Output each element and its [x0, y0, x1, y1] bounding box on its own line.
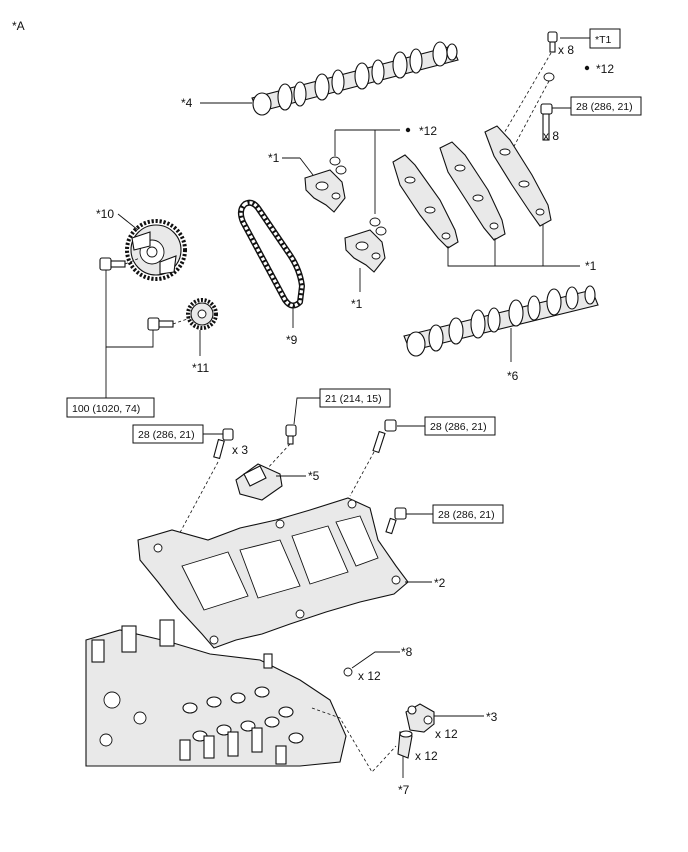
figure-label: *A — [12, 19, 25, 33]
camshaft-cap-1-top — [304, 169, 346, 213]
housing-bolt-right-mid — [385, 507, 407, 535]
label-4: *4 — [181, 96, 193, 110]
cap-bolt — [540, 103, 553, 141]
torque-box-cap-bolt — [570, 96, 642, 116]
camshaft-housing-cap-a — [392, 154, 459, 249]
cam-timing-gear-10 — [125, 219, 187, 281]
housing-bolt-right-top — [372, 419, 397, 454]
rocker-arm-3 — [405, 703, 435, 733]
torque-cap-bolt: 28 (286, 21) — [576, 101, 633, 113]
torque-housing-right-top: 28 (286, 21) — [430, 421, 487, 433]
qty-rockers: x 12 — [435, 727, 458, 741]
qty-housing-bolts: x 3 — [232, 443, 248, 457]
tensioner-bolt — [285, 424, 297, 445]
qty-rings: x 12 — [358, 669, 381, 683]
housing-bolt-left — [213, 428, 234, 460]
label-6: *6 — [507, 369, 519, 383]
lash-adjuster-7 — [397, 730, 413, 759]
label-7: *7 — [398, 783, 410, 797]
torque-t1: *T1 — [595, 34, 612, 46]
label-5: *5 — [308, 469, 320, 483]
torque-box-t1 — [589, 28, 621, 49]
label-12-top: *12 — [596, 62, 614, 76]
qty-t1-bolts: x 8 — [558, 43, 574, 57]
label-11: *11 — [192, 361, 209, 375]
label-12-mid: *12 — [419, 124, 437, 138]
torque-tensioner-bolt: 21 (214, 15) — [325, 393, 382, 405]
label-1-right: *1 — [585, 259, 597, 273]
timing-chain-9 — [237, 199, 305, 309]
sprocket-bolt-lower — [147, 317, 174, 331]
qty-adjusters: x 12 — [415, 749, 438, 763]
chain-tensioner-5 — [235, 463, 283, 501]
cylinder-head — [85, 619, 347, 767]
label-3: *3 — [486, 710, 498, 724]
label-10: *10 — [96, 207, 114, 221]
sprocket-bolt-upper — [99, 257, 126, 271]
label-2: *2 — [434, 576, 446, 590]
torque-sprocket-bolt: 100 (1020, 74) — [72, 403, 140, 415]
ring-8 — [343, 667, 353, 677]
oil-ring-12-a — [329, 156, 347, 175]
bolt-t1 — [547, 31, 558, 53]
qty-cap-bolts: x 8 — [543, 129, 559, 143]
label-8: *8 — [401, 645, 413, 659]
torque-box-sprocket-bolt — [66, 397, 155, 418]
label-9: *9 — [286, 333, 298, 347]
camshaft-housing-cap-c — [484, 125, 552, 227]
torque-housing-right-mid: 28 (286, 21) — [438, 509, 495, 521]
oil-ring-12-top — [543, 72, 555, 82]
camshaft-housing-cap-b — [439, 141, 506, 241]
camshaft-housing-2 — [137, 497, 409, 649]
label-1-top: *1 — [268, 151, 280, 165]
camshaft-4 — [251, 41, 459, 116]
label-1-bottom: *1 — [351, 297, 363, 311]
camshaft-cap-1-bottom — [344, 229, 386, 273]
exhaust-sprocket-11 — [186, 298, 218, 330]
torque-housing-left: 28 (286, 21) — [138, 429, 195, 441]
camshaft-6 — [403, 285, 599, 357]
oil-ring-12-b — [369, 217, 387, 236]
